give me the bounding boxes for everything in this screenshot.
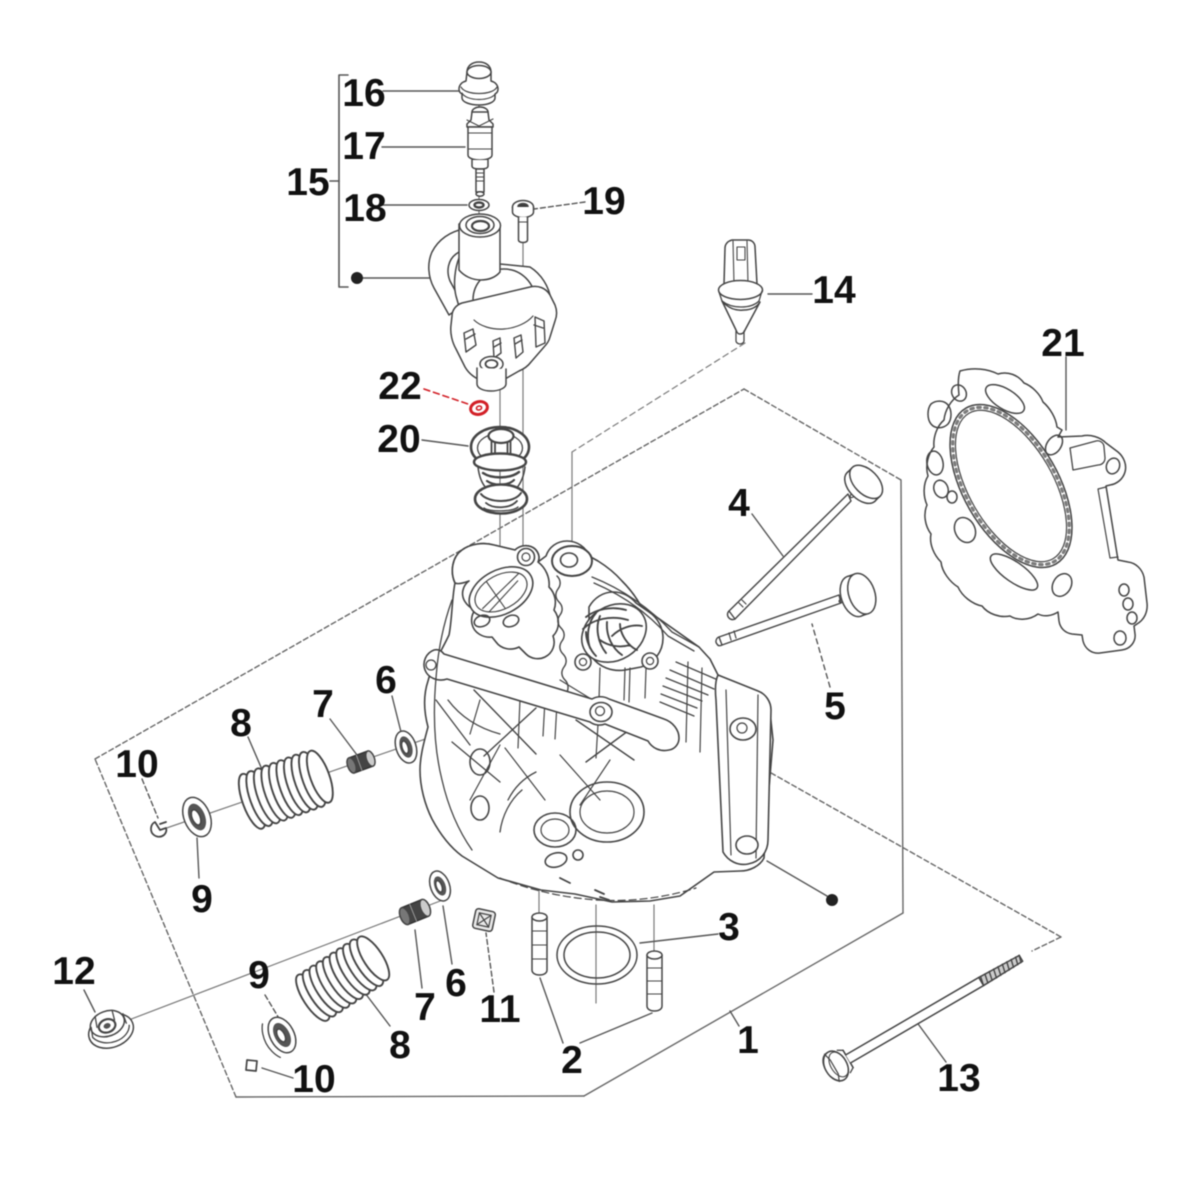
svg-text:10: 10 xyxy=(115,743,158,786)
svg-text:8: 8 xyxy=(230,702,252,745)
svg-text:10: 10 xyxy=(292,1058,335,1101)
svg-text:13: 13 xyxy=(937,1057,980,1100)
svg-text:20: 20 xyxy=(377,418,420,461)
svg-text:7: 7 xyxy=(312,683,334,726)
svg-text:12: 12 xyxy=(52,950,95,993)
svg-text:9: 9 xyxy=(248,954,270,997)
svg-text:6: 6 xyxy=(375,659,397,702)
svg-text:15: 15 xyxy=(286,161,329,204)
svg-text:18: 18 xyxy=(343,187,386,230)
svg-text:14: 14 xyxy=(812,269,856,312)
svg-text:6: 6 xyxy=(445,962,467,1005)
svg-text:4: 4 xyxy=(728,482,750,525)
svg-text:1: 1 xyxy=(737,1019,759,1062)
svg-text:7: 7 xyxy=(414,986,436,1029)
svg-text:3: 3 xyxy=(718,906,740,949)
svg-text:19: 19 xyxy=(582,180,625,223)
svg-text:17: 17 xyxy=(342,125,385,168)
svg-text:11: 11 xyxy=(479,988,520,1031)
svg-text:16: 16 xyxy=(342,72,385,115)
svg-text:9: 9 xyxy=(191,878,213,921)
svg-text:22: 22 xyxy=(378,365,421,408)
svg-text:5: 5 xyxy=(824,685,846,728)
svg-text:21: 21 xyxy=(1041,322,1084,365)
svg-text:8: 8 xyxy=(389,1024,411,1067)
svg-text:2: 2 xyxy=(561,1039,583,1082)
